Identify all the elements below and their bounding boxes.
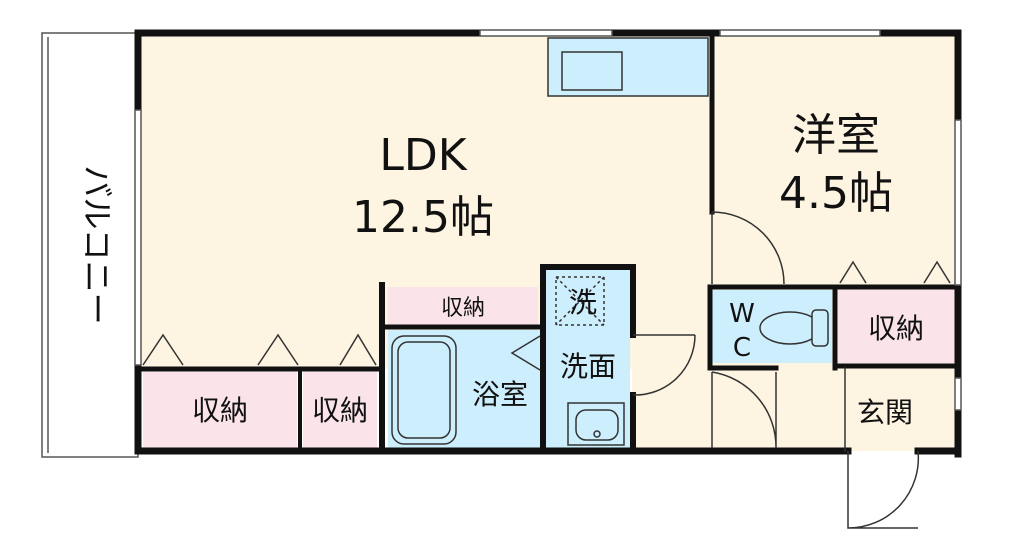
door-entrance [847,450,920,529]
floors [138,33,955,451]
wc-label-c: C [733,333,751,363]
window-right [954,119,962,286]
walls [134,29,962,458]
bath-label: 浴室 [472,378,528,411]
washbasin-drain [593,430,601,438]
window-top-right [719,29,881,37]
western-name: 洋室 [792,110,880,161]
windows [134,29,962,411]
window-top-left [479,29,613,37]
storage-top-floor [388,287,538,325]
closet-tri-3 [339,333,377,366]
door-western [711,211,785,285]
washbasin-inner [575,409,619,441]
toilet-bowl [759,311,821,345]
closet-tri-2 [257,333,299,366]
western-floor [712,33,955,287]
closet-tri-4 [839,260,867,284]
window-left [134,109,142,366]
closet-doors [142,260,951,366]
closet-tri-1 [142,333,184,366]
window-entrance [954,377,962,411]
storage-right-floor [838,287,955,363]
ldk-size: 12.5帖 [352,192,494,243]
storage-top-label: 収納 [441,296,485,321]
entrance-label: 玄関 [857,396,913,429]
western-size: 4.5帖 [779,168,893,219]
door-bath [510,335,541,371]
laundry-diag-2 [555,276,605,326]
fixtures [391,276,829,446]
storage-mid-floor [303,372,377,448]
balcony-label: バルコニー [78,165,116,324]
toilet-tank [811,309,829,347]
storage-mid-label: 収納 [312,394,368,427]
storage-right-label: 収納 [868,312,924,345]
sink-basin [561,51,623,91]
laundry-diag-1 [555,276,605,326]
wc-label-w: W [729,299,755,329]
storage-left-label: 収納 [192,394,248,427]
door-hall [711,371,777,449]
door-washroom [632,334,696,396]
laundry-label: 洗 [569,286,597,319]
labels: LDK 12.5帖 洋室 4.5帖 収納 収納 収納 収納 浴室 洗面 洗 W … [78,110,924,429]
ldk-name: LDK [379,130,467,181]
storage-left-floor [143,372,297,448]
doors [510,211,920,529]
closet-tri-5 [923,260,951,284]
bathtub-inner [397,341,451,439]
washroom-label: 洗面 [560,350,616,383]
